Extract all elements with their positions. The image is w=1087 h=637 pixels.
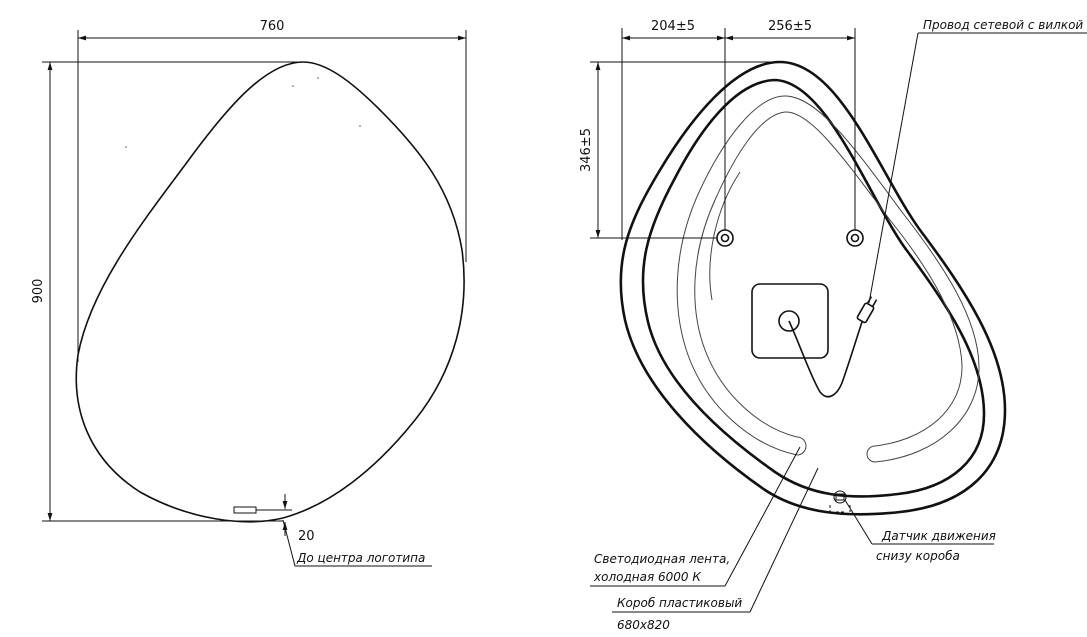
sensor-note-leader bbox=[844, 499, 873, 545]
led-strip-outer bbox=[694, 111, 963, 447]
cable-note: Провод сетевой с вилкой bbox=[923, 18, 1083, 32]
box-note-line2: 680x820 bbox=[617, 618, 670, 632]
speck bbox=[292, 85, 294, 87]
sensor-note-line1: Датчик движения bbox=[881, 529, 996, 543]
led-strip-inner bbox=[676, 95, 980, 463]
front-view: 760 900 20 До центра логотипа bbox=[31, 19, 467, 567]
mounting-hole-right bbox=[846, 229, 864, 247]
logo-mark bbox=[233, 506, 257, 514]
speck bbox=[125, 146, 127, 148]
logo-note: До центра логотипа bbox=[296, 551, 425, 565]
vertical-spacing-label: 346±5 bbox=[579, 128, 594, 172]
height-dimension-label: 900 bbox=[31, 279, 46, 304]
mirror-outline-back-outer bbox=[619, 60, 1007, 516]
box-note-leader bbox=[749, 467, 819, 613]
width-dimension-label: 760 bbox=[260, 19, 285, 34]
led-note-line2: холодная 6000 К bbox=[593, 570, 701, 584]
mirror-outline-front bbox=[75, 61, 465, 523]
speck bbox=[317, 77, 319, 79]
left-spacing-label: 204±5 bbox=[651, 19, 695, 34]
power-cable bbox=[788, 320, 863, 398]
cable-entry bbox=[778, 310, 800, 332]
logo-note-leader bbox=[282, 519, 296, 567]
led-strip-inner-hint bbox=[709, 171, 741, 301]
right-spacing-label: 256±5 bbox=[768, 19, 812, 34]
led-strip-end-left bbox=[796, 436, 807, 456]
motion-sensor bbox=[829, 490, 851, 513]
back-view: 204±5 256±5 346±5 Провод сетевой с вилко… bbox=[579, 18, 1087, 632]
speck bbox=[359, 125, 361, 127]
sensor-note-line2: снизу короба bbox=[876, 549, 960, 563]
mounting-hole-left bbox=[716, 229, 734, 247]
led-note-leader bbox=[724, 446, 801, 587]
led-note-line1: Светодиодная лента, bbox=[594, 552, 730, 566]
logo-offset-label: 20 bbox=[298, 529, 315, 544]
junction-box bbox=[751, 283, 829, 359]
plastic-box-contour bbox=[641, 78, 986, 498]
led-strip-end-right bbox=[866, 445, 876, 463]
box-note-line1: Короб пластиковый bbox=[617, 596, 742, 610]
plug-icon bbox=[856, 296, 878, 324]
cable-note-leader bbox=[868, 32, 919, 304]
